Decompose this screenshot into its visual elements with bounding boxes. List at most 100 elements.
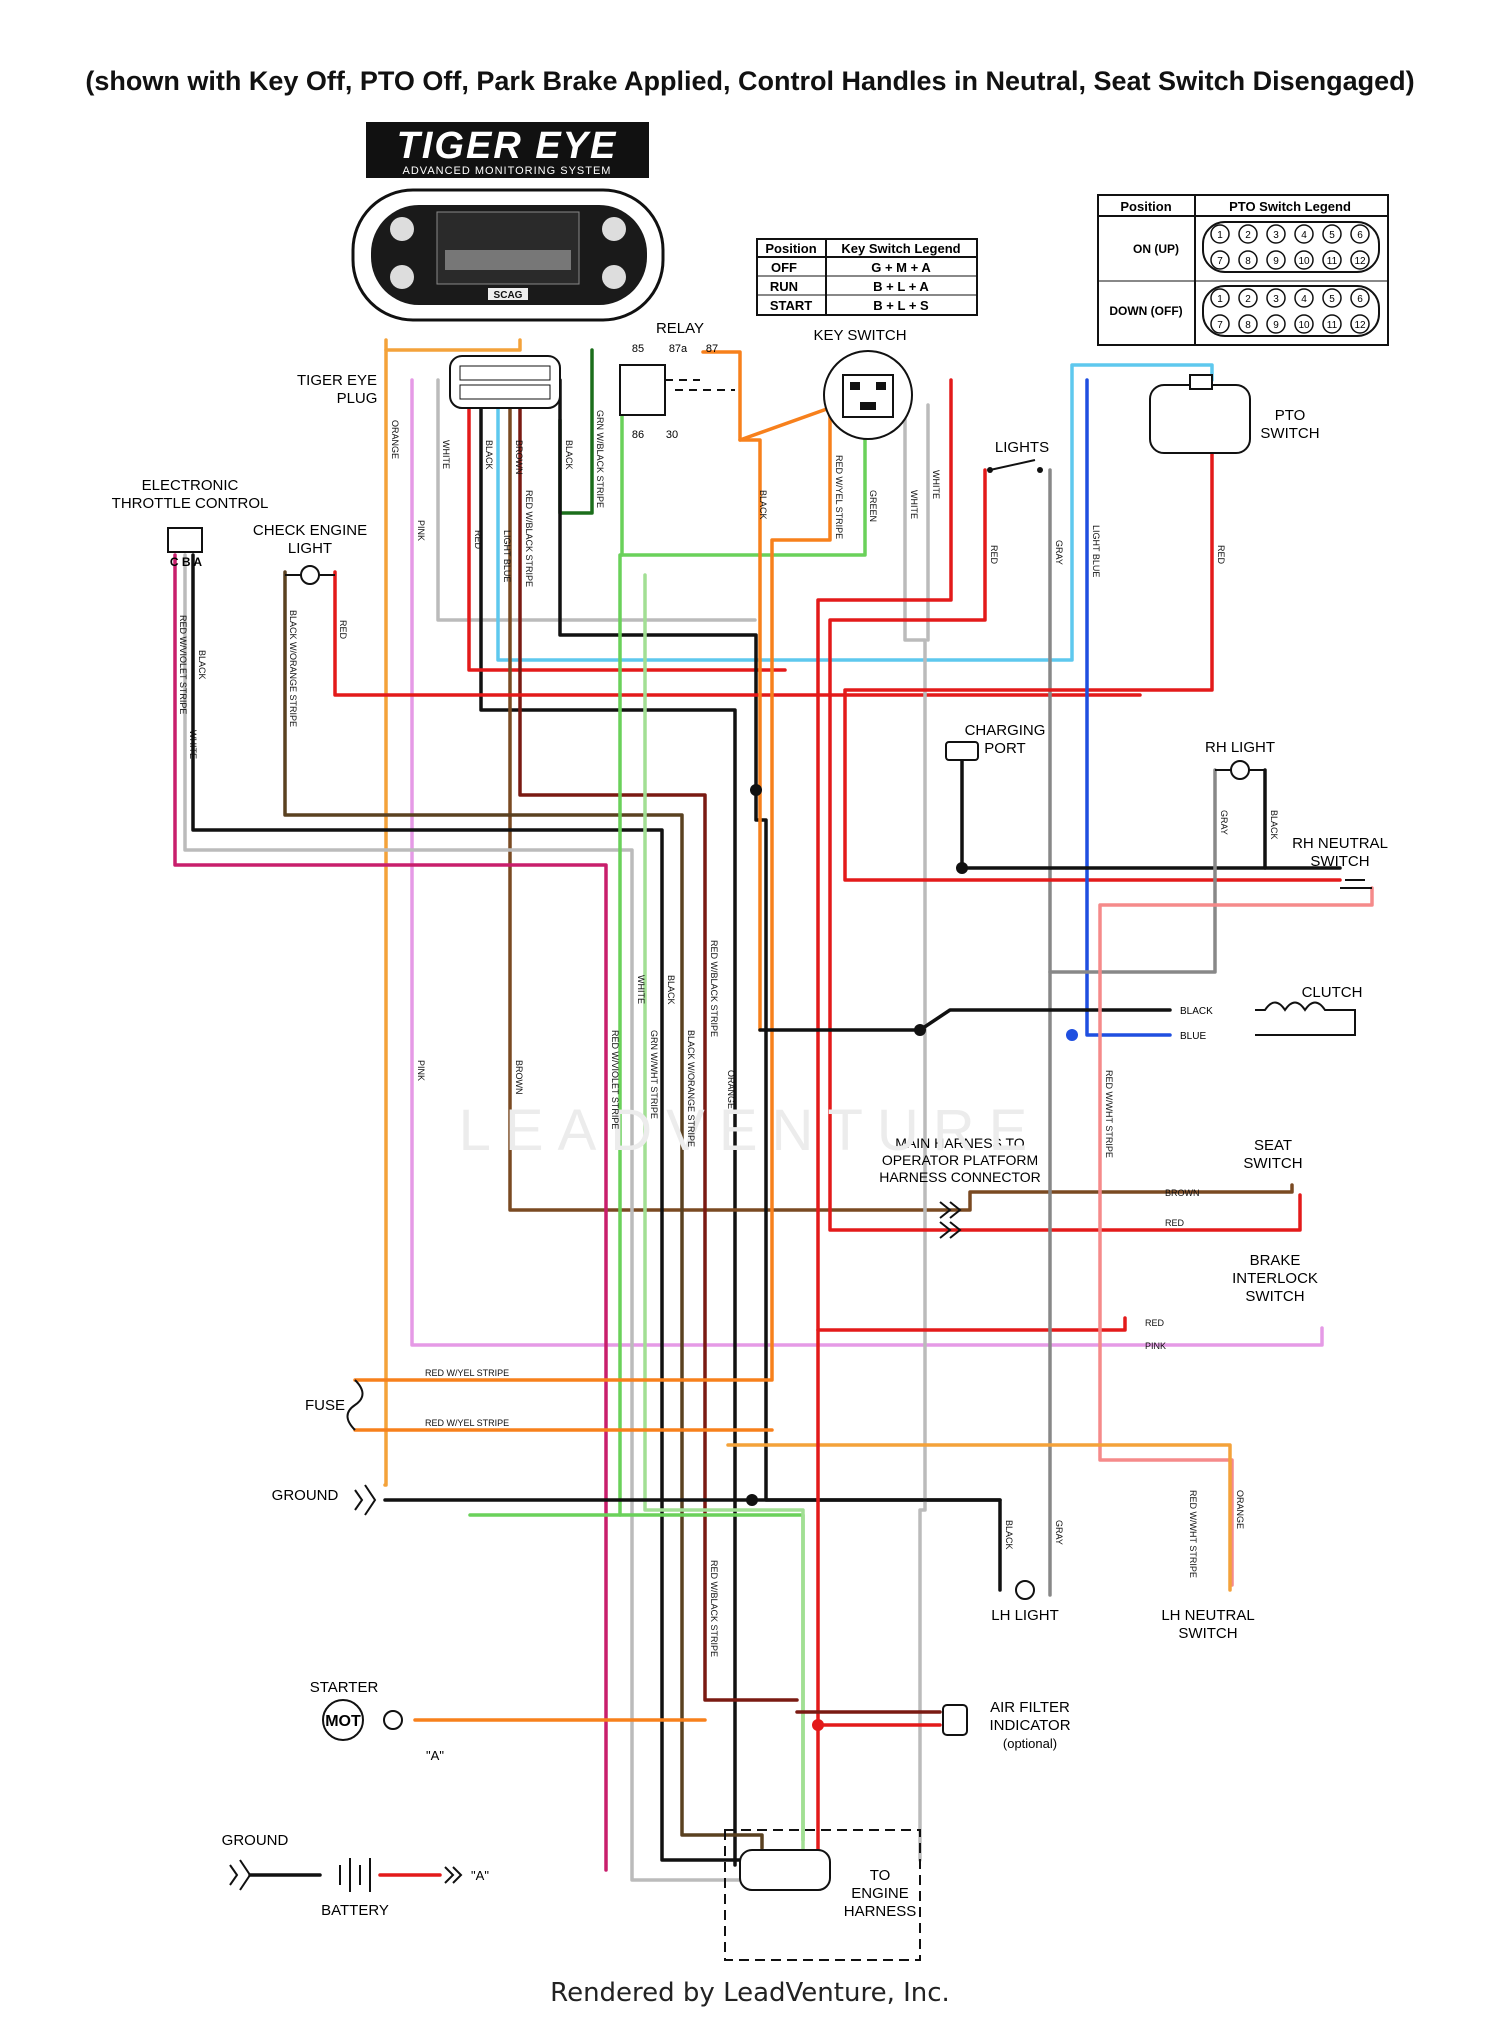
pto-pin-frame [1202, 221, 1380, 273]
junction-dots [746, 784, 1078, 1731]
svg-text:RED W/VIOLET STRIPE: RED W/VIOLET STRIPE [178, 615, 188, 714]
svg-text:RUN: RUN [770, 279, 798, 294]
seat-switch-label: SEAT [1254, 1137, 1292, 1154]
lh-neutral-switch: LH NEUTRAL SWITCH [1161, 1607, 1254, 1642]
pto-pin-label: 8 [1245, 320, 1251, 331]
key-switch-legend: Position Key Switch Legend OFF G + M + A… [756, 238, 978, 316]
pto-pin [1350, 314, 1370, 334]
svg-text:RED W/BLACK STRIPE: RED W/BLACK STRIPE [524, 490, 534, 587]
lh-light-label: LH LIGHT [991, 1607, 1059, 1624]
pto-pin-label: 11 [1327, 256, 1338, 267]
wire-pink [410, 378, 1324, 1347]
pto-pin [1266, 314, 1286, 334]
svg-text:BLACK W/ORANGE STRIPE: BLACK W/ORANGE STRIPE [288, 610, 298, 727]
rh-light-label: RH LIGHT [1205, 739, 1275, 756]
display-button-icon [390, 265, 414, 289]
pto-pin-label: 5 [1329, 294, 1335, 305]
pto-pin-label: 7 [1217, 320, 1223, 331]
svg-text:WHITE: WHITE [441, 440, 451, 469]
pto-pin-label: 1 [1217, 294, 1223, 305]
wire-red-wht [1098, 886, 1374, 1587]
throttle-connector: C B A [167, 527, 203, 569]
svg-text:BLACK W/ORANGE STRIPE: BLACK W/ORANGE STRIPE [686, 1030, 696, 1147]
svg-text:RED W/BLACK STRIPE: RED W/BLACK STRIPE [709, 940, 719, 1037]
pto-pin-label: 3 [1273, 294, 1279, 305]
wire-orange [701, 350, 762, 1032]
pto-pin-label: 2 [1245, 294, 1251, 305]
svg-text:RED: RED [473, 530, 483, 550]
pto-pin [1322, 314, 1342, 334]
wire-light-blue [496, 363, 1214, 662]
svg-text:Position: Position [765, 241, 816, 256]
svg-text:GRAY: GRAY [1219, 810, 1229, 835]
wire-black [191, 553, 762, 1862]
svg-text:BLACK: BLACK [666, 975, 676, 1005]
svg-text:RED: RED [1145, 1318, 1165, 1328]
diagram-header: (shown with Key Off, PTO Off, Park Brake… [85, 66, 1415, 96]
svg-text:RED: RED [1165, 1218, 1185, 1228]
pto-pin-label: 1 [1217, 230, 1223, 241]
svg-text:LH NEUTRAL: LH NEUTRAL [1161, 1607, 1254, 1624]
svg-text:(optional): (optional) [1003, 1736, 1057, 1751]
wire-white [436, 378, 757, 622]
brake-interlock-switch: BRAKE INTERLOCK SWITCH [1232, 1252, 1318, 1305]
svg-text:DOWN (OFF): DOWN (OFF) [1109, 304, 1182, 318]
pto-switch-label: SWITCH [1260, 425, 1319, 442]
svg-text:LIGHT BLUE: LIGHT BLUE [1091, 525, 1101, 577]
pto-pin-label: 4 [1301, 294, 1307, 305]
svg-text:GRN W/WHT STRIPE: GRN W/WHT STRIPE [649, 1030, 659, 1119]
svg-text:HARNESS CONNECTOR: HARNESS CONNECTOR [879, 1169, 1041, 1185]
pto-pin [1350, 288, 1370, 308]
svg-text:BRAKE: BRAKE [1250, 1252, 1301, 1269]
svg-text:B + L + A: B + L + A [873, 279, 929, 294]
clutch: CLUTCH BLACK BLUE [1180, 984, 1362, 1042]
rh-neutral-switch: RH NEUTRAL SWITCH [1292, 835, 1388, 889]
svg-text:87: 87 [706, 343, 718, 355]
pto-pin [1266, 250, 1286, 270]
pto-pin-label: 5 [1329, 230, 1335, 241]
pto-pin-label: 7 [1217, 256, 1223, 267]
svg-text:BLACK: BLACK [1180, 1006, 1213, 1017]
svg-text:PINK: PINK [416, 1060, 426, 1081]
svg-text:RED W/WHT STRIPE: RED W/WHT STRIPE [1104, 1070, 1114, 1158]
svg-text:ORANGE: ORANGE [390, 420, 400, 459]
pto-pin [1266, 224, 1286, 244]
pto-pin [1350, 224, 1370, 244]
clutch-label: CLUTCH [1302, 984, 1363, 1001]
wire-red [816, 378, 1127, 1332]
throttle-label: THROTTLE CONTROL [112, 495, 269, 512]
svg-text:WHITE: WHITE [909, 490, 919, 519]
wire-red-black [518, 378, 799, 1702]
pto-pin [1350, 250, 1370, 270]
pto-pin [1294, 314, 1314, 334]
svg-text:LIGHT BLUE: LIGHT BLUE [502, 530, 512, 582]
svg-text:BLUE: BLUE [1180, 1031, 1206, 1042]
pto-pin-label: 10 [1298, 256, 1310, 267]
svg-text:BLACK: BLACK [484, 440, 494, 470]
check-engine-label: LIGHT [288, 540, 332, 557]
pto-pin-label: 10 [1298, 320, 1310, 331]
svg-text:ORANGE: ORANGE [726, 1070, 736, 1109]
wire-red-yel [353, 388, 832, 1382]
key-switch-label: KEY SWITCH [813, 327, 906, 344]
junction-dot [746, 1494, 758, 1506]
rh-neutral-label: SWITCH [1310, 853, 1369, 870]
pto-pin-label: 9 [1273, 256, 1279, 267]
footer-credit: Rendered by LeadVenture, Inc. [550, 1978, 950, 2008]
pto-pin [1210, 224, 1230, 244]
svg-text:GRN W/BLACK STRIPE: GRN W/BLACK STRIPE [595, 410, 605, 508]
svg-text:AIR FILTER: AIR FILTER [990, 1699, 1070, 1716]
starter-label: STARTER [310, 1679, 379, 1696]
wire-red [843, 388, 1342, 882]
battery-label: BATTERY [321, 1902, 389, 1919]
svg-text:RED W/YEL STRIPE: RED W/YEL STRIPE [425, 1368, 509, 1378]
svg-text:OPERATOR PLATFORM: OPERATOR PLATFORM [882, 1152, 1038, 1168]
tiger-eye-plug-label: PLUG [337, 390, 378, 407]
pto-pin-label: 3 [1273, 230, 1279, 241]
svg-text:RED: RED [989, 545, 999, 565]
junction-dot [812, 1719, 824, 1731]
starter: STARTER MOT "A" [310, 1679, 445, 1763]
pto-pin [1238, 288, 1258, 308]
pto-pin [1266, 288, 1286, 308]
